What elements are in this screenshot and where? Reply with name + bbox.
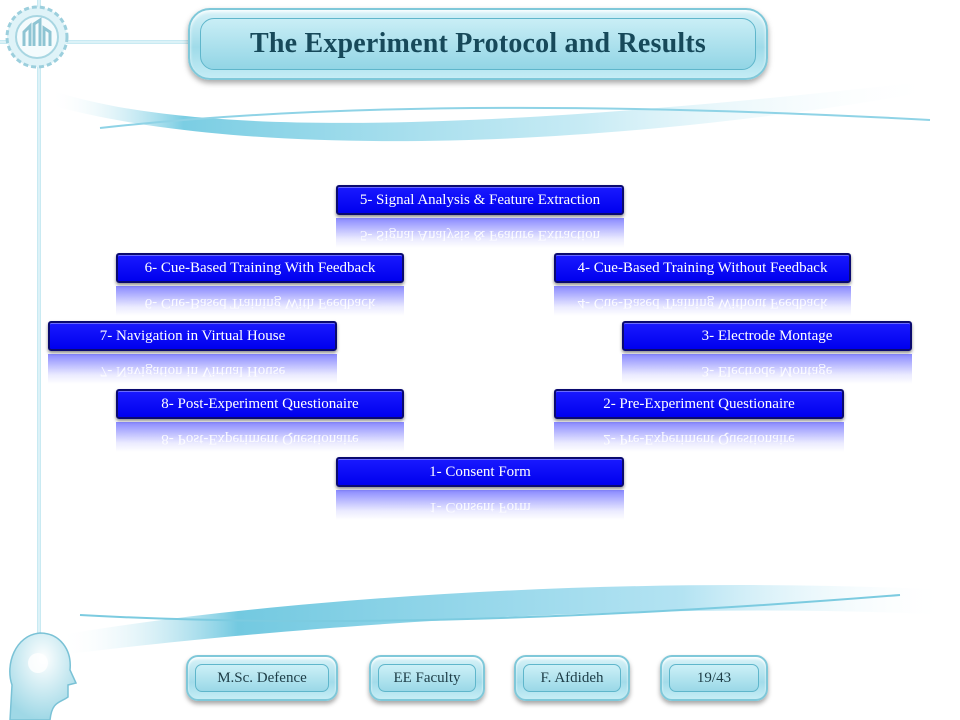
step-7-reflection: 7- Navigation in Virtual House (48, 354, 337, 384)
footer-page-box: 19/43 (660, 655, 768, 701)
step-3-label: 3- Electrode Montage (701, 327, 833, 344)
bottom-wave-decoration (60, 585, 950, 655)
step-2-box: 2- Pre-Experiment Questionaire (554, 389, 844, 419)
step-1-reflection-label: 1- Consent Form (429, 499, 531, 516)
step-4-box: 4- Cue-Based Training Without Feedback (554, 253, 851, 283)
step-3-reflection: 3- Electrode Montage (622, 354, 912, 384)
step-7-reflection-label: 7- Navigation in Virtual House (99, 363, 286, 380)
footer-degree-box: M.Sc. Defence (186, 655, 338, 701)
step-5-label: 5- Signal Analysis & Feature Extraction (359, 191, 601, 208)
frame-horizontal-line (0, 40, 200, 44)
step-1-box: 1- Consent Form (336, 457, 624, 487)
step-1-reflection: 1- Consent Form (336, 490, 624, 520)
footer-author: F. Afdideh (540, 669, 604, 686)
page-number: 19/43 (696, 669, 732, 686)
step-2-reflection: 2- Pre-Experiment Questionaire (554, 422, 844, 452)
footer-faculty-box: EE Faculty (369, 655, 485, 701)
step-4-reflection: 4- Cue-Based Training Without Feedback (554, 286, 851, 316)
slide-title-frame: The Experiment Protocol and Results (200, 18, 756, 70)
step-7-box: 7- Navigation in Virtual House (48, 321, 337, 351)
frame-vertical-line (37, 0, 41, 720)
step-8-box: 8- Post-Experiment Questionaire (116, 389, 404, 419)
footer-faculty-frame: EE Faculty (378, 664, 476, 692)
step-4-label: 4- Cue-Based Training Without Feedback (577, 259, 828, 276)
slide-title-box: The Experiment Protocol and Results (188, 8, 768, 80)
step-7-label: 7- Navigation in Virtual House (99, 327, 286, 344)
step-8-reflection: 8- Post-Experiment Questionaire (116, 422, 404, 452)
step-6-reflection: 6- Cue-Based Training With Feedback (116, 286, 404, 316)
step-3-box: 3- Electrode Montage (622, 321, 912, 351)
step-2-reflection-label: 2- Pre-Experiment Questionaire (603, 431, 795, 448)
step-6-reflection-label: 6- Cue-Based Training With Feedback (144, 295, 376, 312)
step-8-label: 8- Post-Experiment Questionaire (161, 395, 359, 412)
step-6-box: 6- Cue-Based Training With Feedback (116, 253, 404, 283)
slide-title: The Experiment Protocol and Results (249, 28, 707, 59)
footer-degree-frame: M.Sc. Defence (195, 664, 329, 692)
footer-page-frame: 19/43 (669, 664, 759, 692)
human-head-icon (9, 632, 78, 720)
step-5-box: 5- Signal Analysis & Feature Extraction (336, 185, 624, 215)
step-1-label: 1- Consent Form (429, 463, 531, 480)
step-3-reflection-label: 3- Electrode Montage (701, 363, 833, 380)
footer-degree: M.Sc. Defence (217, 669, 307, 686)
step-5-reflection: 5- Signal Analysis & Feature Extraction (336, 218, 624, 248)
footer-author-box: F. Afdideh (514, 655, 630, 701)
step-5-reflection-label: 5- Signal Analysis & Feature Extraction (359, 227, 601, 244)
step-2-label: 2- Pre-Experiment Questionaire (603, 395, 795, 412)
university-emblem-icon (5, 5, 69, 69)
footer-author-frame: F. Afdideh (523, 664, 621, 692)
step-4-reflection-label: 4- Cue-Based Training Without Feedback (577, 295, 828, 312)
step-8-reflection-label: 8- Post-Experiment Questionaire (161, 431, 359, 448)
footer-faculty: EE Faculty (393, 669, 461, 686)
step-6-label: 6- Cue-Based Training With Feedback (144, 259, 376, 276)
